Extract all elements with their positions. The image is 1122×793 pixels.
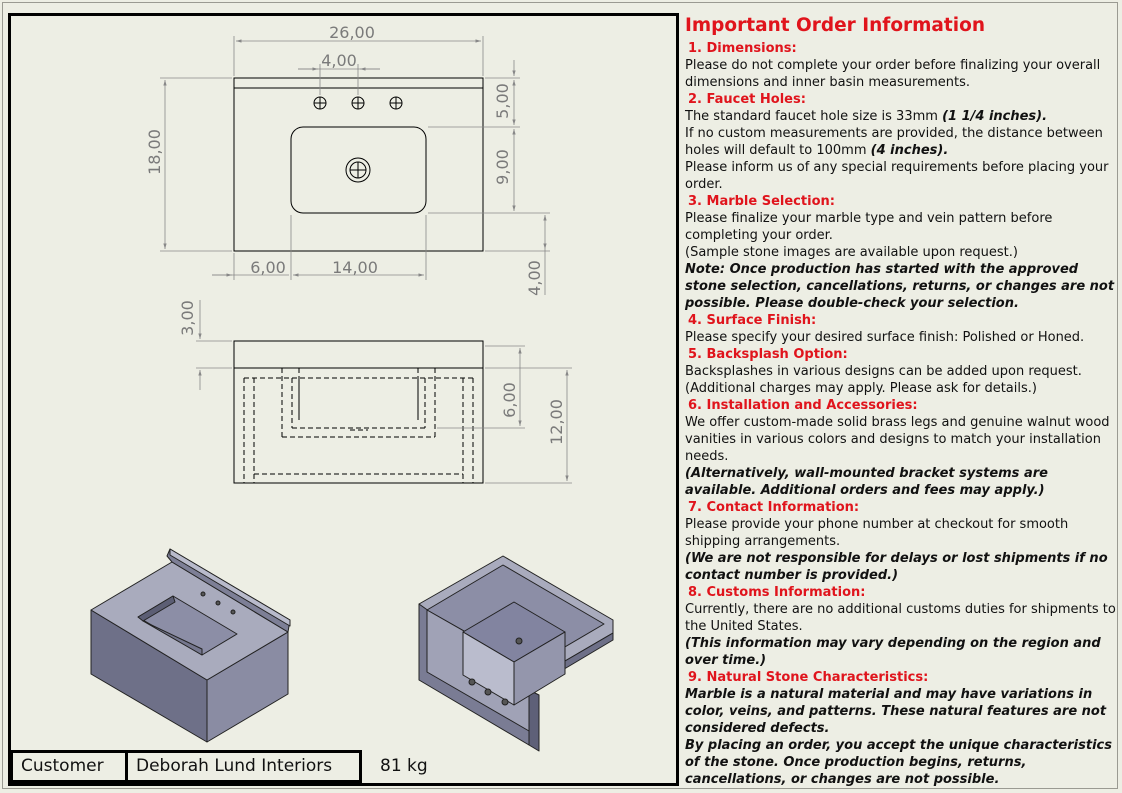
section-paragraph: Please specify your desired surface fini… (685, 330, 1085, 345)
section-heading: 1. Dimensions: (688, 41, 797, 56)
dim-front-to-basin: 4,00 (525, 260, 544, 296)
section-heading: 4. Surface Finish: (688, 313, 817, 328)
section-heading: 6. Installation and Accessories: (688, 398, 918, 413)
info-sections: 1. Dimensions: Please do not complete you… (685, 40, 1117, 788)
drain-hole (345, 157, 371, 183)
dim-side-to-basin: 6,00 (250, 258, 286, 277)
customer-name: Deborah Lund Interiors (125, 750, 362, 783)
section-heading: 8. Customs Information: (688, 585, 866, 600)
dim-total-height: 12,00 (547, 399, 566, 445)
dim-slab-thickness: 3,00 (178, 300, 197, 336)
section-emphasis: (1 1/4 inches). (942, 109, 1048, 124)
section-note: (This information may vary depending on … (685, 636, 1101, 668)
info-section: 9. Natural Stone Characteristics: Marble … (685, 669, 1117, 788)
dim-basin-depth: 9,00 (493, 149, 512, 185)
isometric-view-top (90, 548, 291, 743)
section-paragraph: Please do not complete your order before… (685, 58, 1101, 90)
weight-value: 81 kg (380, 756, 428, 776)
section-paragraph: We offer custom-made solid brass legs an… (685, 415, 1110, 464)
top-view (233, 77, 484, 252)
customer-label: Customer (10, 750, 128, 783)
info-section: 1. Dimensions: Please do not complete you… (685, 40, 1117, 91)
dim-overall-width: 26,00 (329, 23, 375, 42)
section-note: Marble is a natural material and may hav… (685, 687, 1107, 736)
dim-basin-height: 6,00 (500, 382, 519, 418)
hidden-lines (243, 368, 475, 483)
drawing-frame (8, 13, 679, 786)
dim-overall-depth: 18,00 (145, 129, 164, 175)
section-paragraph: The standard faucet hole size is 33mm (1… (685, 109, 1048, 124)
section-note: (Alternatively, wall-mounted bracket sys… (685, 466, 1048, 498)
section-emphasis: (4 inches). (870, 143, 949, 158)
faucet-hole-center (351, 96, 365, 110)
section-heading: 5. Backsplash Option: (688, 347, 848, 362)
section-paragraph: Please provide your phone number at chec… (685, 517, 1069, 549)
section-paragraph: Please finalize your marble type and vei… (685, 211, 1053, 243)
section-paragraph: (Additional charges may apply. Please as… (685, 381, 1037, 396)
top-view-outline (233, 77, 484, 252)
front-view (233, 340, 484, 484)
order-info-panel: Important Order Information 1. Dimension… (685, 14, 1117, 788)
section-paragraph: (Sample stone images are available upon … (685, 245, 1018, 260)
info-title: Important Order Information (685, 15, 985, 36)
section-note: (We are not responsible for delays or lo… (685, 551, 1108, 583)
front-view-outline (233, 340, 484, 484)
section-note: By placing an order, you accept the uniq… (685, 738, 1112, 787)
info-section: 7. Contact Information: Please provide yo… (685, 499, 1117, 584)
section-paragraph: If no custom measurements are provided, … (685, 126, 1103, 158)
section-heading: 9. Natural Stone Characteristics: (688, 670, 929, 685)
info-section: 8. Customs Information: Currently, there … (685, 584, 1117, 669)
section-paragraph: Currently, there are no additional custo… (685, 602, 1116, 634)
section-paragraph: Backsplashes in various designs can be a… (685, 364, 1082, 379)
section-heading: 7. Contact Information: (688, 500, 860, 515)
basin-outline (290, 126, 427, 214)
section-paragraph: Please inform us of any special requirem… (685, 160, 1109, 192)
info-section: 2. Faucet Holes: The standard faucet hole… (685, 91, 1117, 193)
section-heading: 2. Faucet Holes: (688, 92, 806, 107)
section-note: Note: Once production has started with t… (685, 262, 1115, 311)
dim-faucet-spacing: 4,00 (321, 51, 357, 70)
info-section: 4. Surface Finish: Please specify your de… (685, 312, 1117, 346)
faucet-hole-left (313, 96, 327, 110)
faucet-hole-right (389, 96, 403, 110)
info-section: 5. Backsplash Option: Backsplashes in var… (685, 346, 1117, 397)
isometric-view-bottom (418, 555, 614, 752)
section-heading: 3. Marble Selection: (688, 194, 835, 209)
dim-basin-width: 14,00 (332, 258, 378, 277)
info-section: 6. Installation and Accessories: We offer… (685, 397, 1117, 499)
info-section: 3. Marble Selection: Please finalize your… (685, 193, 1117, 312)
dim-back-to-basin: 5,00 (493, 83, 512, 119)
